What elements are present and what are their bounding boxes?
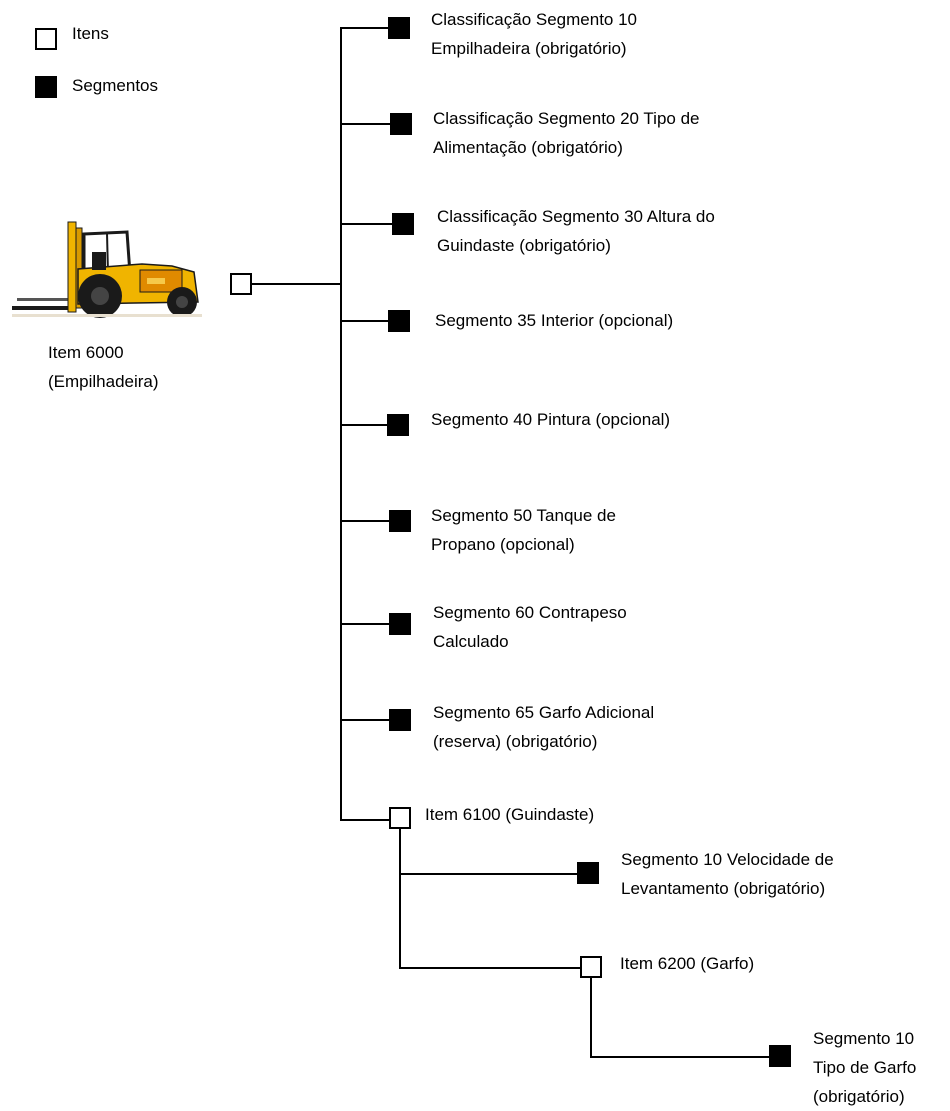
segment-node: [769, 1045, 791, 1067]
segment-label: Segmento 40 Pintura (opcional): [431, 405, 670, 434]
segment-label: Classificação Segmento 20 Tipo de Alimen…: [433, 104, 700, 162]
segment-label-line1: Segmento 35 Interior (opcional): [435, 311, 674, 330]
segment-label: Segmento 50 Tanque de Propano (opcional): [431, 501, 616, 559]
segment-label-line2: Levantamento (obrigatório): [621, 879, 826, 898]
segment-label-line1: Classificação Segmento 10: [431, 10, 638, 29]
branch-line: [340, 27, 388, 29]
branch-line: [340, 819, 389, 821]
segment-label-line2: Calculado: [433, 632, 509, 651]
segment-label-line1: Segmento 40 Pintura (opcional): [431, 410, 671, 429]
item-6100-node: [389, 807, 411, 829]
root-item-line1: Item 6000: [48, 343, 124, 362]
segment-node: [389, 510, 411, 532]
branch-line: [340, 719, 389, 721]
branch-line: [340, 424, 387, 426]
segment-label-line1: Segmento 60 Contrapeso: [433, 603, 627, 622]
segment-label-line1: Classificação Segmento 30 Altura do: [437, 207, 715, 226]
segment-label-line1: Classificação Segmento 20 Tipo de: [433, 109, 700, 128]
segment-label-line2: Alimentação (obrigatório): [433, 138, 623, 157]
legend-items-label: Itens: [72, 24, 109, 43]
root-item-label: Item 6000 (Empilhadeira): [48, 338, 159, 396]
forklift-image: [12, 221, 202, 318]
segment-label: Classificação Segmento 10 Empilhadeira (…: [431, 5, 637, 63]
legend-segments-label: Segmentos: [72, 76, 158, 95]
segment-label: Classificação Segmento 30 Altura do Guin…: [437, 202, 715, 260]
item-6200-trunk: [590, 978, 592, 1058]
segment-node: [392, 213, 414, 235]
segment-label-line2: Empilhadeira (obrigatório): [431, 39, 627, 58]
legend-segment-icon: [35, 76, 57, 98]
segment-label-line2: Guindaste (obrigatório): [437, 236, 611, 255]
segment-label: Segmento 60 Contrapeso Calculado: [433, 598, 627, 656]
legend-item-icon: [35, 28, 57, 50]
segment-node: [388, 310, 410, 332]
item-6100-segment-label: Segmento 10 Velocidade de Levantamento (…: [621, 845, 834, 903]
branch-line: [340, 223, 392, 225]
branch-line: [340, 123, 390, 125]
item-6100-trunk: [399, 829, 401, 969]
branch-line: [340, 520, 389, 522]
item-6100-label: Item 6100 (Guindaste): [425, 805, 595, 824]
segment-label-line1: Segmento 10: [813, 1029, 915, 1048]
segment-node: [577, 862, 599, 884]
segment-node: [389, 613, 411, 635]
segment-node: [390, 113, 412, 135]
segment-label-line1: Segmento 50 Tanque de: [431, 506, 616, 525]
segment-label-line2: Tipo de Garfo: [813, 1058, 917, 1077]
segment-label: Segmento 65 Garfo Adicional (reserva) (o…: [433, 698, 654, 756]
item-6200-node: [580, 956, 602, 978]
root-item-node: [230, 273, 252, 295]
branch-line: [340, 623, 389, 625]
segment-label-line1: Segmento 10 Velocidade de: [621, 850, 834, 869]
item-6200-label: Item 6200 (Garfo): [620, 954, 755, 973]
root-connector: [252, 283, 342, 285]
segment-node: [387, 414, 409, 436]
branch-line: [590, 1056, 769, 1058]
root-item-line2: (Empilhadeira): [48, 372, 159, 391]
segment-label-line2: Propano (opcional): [431, 535, 575, 554]
item-6200-segment-label: Segmento 10 Tipo de Garfo (obrigatório): [813, 1024, 916, 1111]
segment-node: [388, 17, 410, 39]
segment-label-line3: (obrigatório): [813, 1087, 905, 1106]
segment-label-line2: (reserva) (obrigatório): [433, 732, 598, 751]
segment-label-line1: Segmento 65 Garfo Adicional: [433, 703, 655, 722]
branch-line: [340, 320, 388, 322]
segment-label: Segmento 35 Interior (opcional): [435, 306, 673, 335]
branch-line: [399, 967, 580, 969]
segment-node: [389, 709, 411, 731]
branch-line: [399, 873, 577, 875]
